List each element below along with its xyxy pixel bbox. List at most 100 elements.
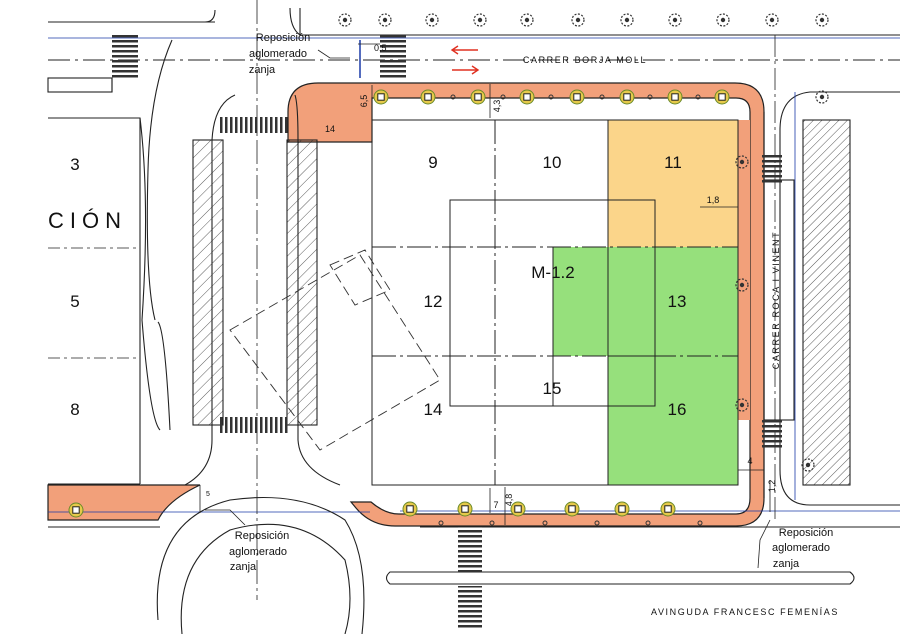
tree-icon [425, 13, 439, 27]
lot-labels: 3 5 8 9 10 11 12 13 14 15 16 M-1.2 CIÓN [48, 153, 686, 419]
street-lamp-icon [667, 89, 683, 105]
tree-icon [378, 13, 392, 27]
note-bl-line-3: zanja [230, 561, 257, 573]
tree-icon [735, 278, 749, 292]
dim-4-8: 4,8 [504, 494, 514, 507]
lot-label-15: 15 [543, 379, 562, 398]
dim-4-3: 4,3 [492, 100, 502, 113]
lot-label-10: 10 [543, 153, 562, 172]
tree-icon [735, 155, 749, 169]
post-marker [489, 520, 495, 526]
tree-icon [338, 13, 352, 27]
street-lamp-icon [569, 89, 585, 105]
dim-6-5: 6,5 [359, 95, 369, 108]
street-lamp-icon [519, 89, 535, 105]
block-label: M-1.2 [531, 263, 574, 282]
street-lamp-icon [457, 501, 473, 517]
tree-icon [716, 13, 730, 27]
tree-icon [571, 13, 585, 27]
dim-0-5: 0,5 [374, 43, 387, 53]
tree-icon [801, 458, 815, 472]
dimension-labels: 0,5 6,5 4,3 14 1,8 4 1,2 4,8 7 5 [206, 43, 777, 510]
street-lamp-icon [714, 89, 730, 105]
sidewalk-areas [47, 82, 765, 527]
dim-4: 4 [747, 456, 752, 466]
note-bottom-left: Reposición aglomerado zanja [229, 530, 289, 573]
post-marker [599, 94, 605, 100]
note-br-line-2: aglomerado [772, 542, 830, 554]
note-top-line-2: aglomerado [249, 48, 307, 60]
dashed-overlay [229, 249, 441, 451]
sidewalk-strip-right [738, 120, 750, 420]
dim-1-2: 1,2 [767, 480, 777, 493]
post-marker [542, 520, 548, 526]
post-marker [695, 94, 701, 100]
medians [192, 119, 851, 486]
lot-label-9: 9 [428, 153, 437, 172]
street-lamps [68, 89, 730, 526]
lot-label-14: 14 [424, 400, 443, 419]
note-top-line-3: zanja [249, 64, 276, 76]
partial-building-label: CIÓN [48, 208, 127, 233]
note-bottom-right: Reposición aglomerado zanja [772, 527, 833, 570]
dim-14: 14 [325, 124, 335, 134]
street-lamp-icon [619, 89, 635, 105]
street-lamp-icon [660, 501, 676, 517]
street-lamp-icon [68, 502, 84, 518]
street-lamp-icon [614, 501, 630, 517]
street-lamp-icon [373, 89, 389, 105]
note-bl-line-1: Reposición [235, 530, 289, 542]
lot-label-13: 13 [668, 292, 687, 311]
post-marker [438, 520, 444, 526]
street-lamp-icon [564, 501, 580, 517]
tree-icon [765, 13, 779, 27]
dim-5: 5 [206, 491, 210, 498]
lot-label-3: 3 [70, 155, 79, 174]
post-marker [697, 520, 703, 526]
post-marker [450, 94, 456, 100]
lot-label-11: 11 [664, 153, 682, 172]
tree-icon [473, 13, 487, 27]
note-br-line-3: zanja [773, 558, 800, 570]
street-south: AVINGUDA FRANCESC FEMENÍAS [651, 607, 839, 617]
note-top: Reposición aglomerado zanja [249, 32, 310, 76]
tree-icon [815, 13, 829, 27]
street-lamp-icon [420, 89, 436, 105]
post-marker [500, 94, 506, 100]
tree-icon [815, 90, 829, 104]
street-lamp-icon [470, 89, 486, 105]
tree-icon [620, 13, 634, 27]
tree-icon [668, 13, 682, 27]
road-lines [47, 0, 900, 600]
street-lamp-icon [510, 501, 526, 517]
lot-label-5: 5 [70, 292, 79, 311]
sidewalk-bottom-left [47, 484, 201, 521]
dimension-lines [199, 43, 771, 525]
street-north: CARRER BORJA MOLL [523, 55, 647, 65]
post-marker [548, 94, 554, 100]
dim-1-8: 1,8 [707, 195, 720, 205]
note-leaders [205, 49, 771, 569]
post-marker [647, 94, 653, 100]
dim-7: 7 [493, 500, 498, 510]
post-marker [645, 520, 651, 526]
lot-13-16-area [553, 247, 738, 485]
traffic-arrows [450, 45, 480, 75]
arrow-east [452, 65, 480, 75]
roundabout [156, 496, 365, 634]
street-labels: CARRER BORJA MOLL CARRER ROCA I VINENT A… [523, 55, 839, 617]
lot-label-16: 16 [668, 400, 687, 419]
post-marker [594, 520, 600, 526]
note-br-line-1: Reposición [779, 527, 833, 539]
crosswalks [112, 35, 782, 630]
street-east: CARRER ROCA I VINENT [771, 231, 781, 370]
tree-icon [520, 13, 534, 27]
lot-label-8: 8 [70, 400, 79, 419]
tree-icon [735, 398, 749, 412]
arrow-west [450, 45, 478, 55]
note-top-line-1: Reposición [256, 32, 310, 44]
note-bl-line-2: aglomerado [229, 546, 287, 558]
street-lamp-icon [402, 501, 418, 517]
lot-label-12: 12 [424, 292, 443, 311]
